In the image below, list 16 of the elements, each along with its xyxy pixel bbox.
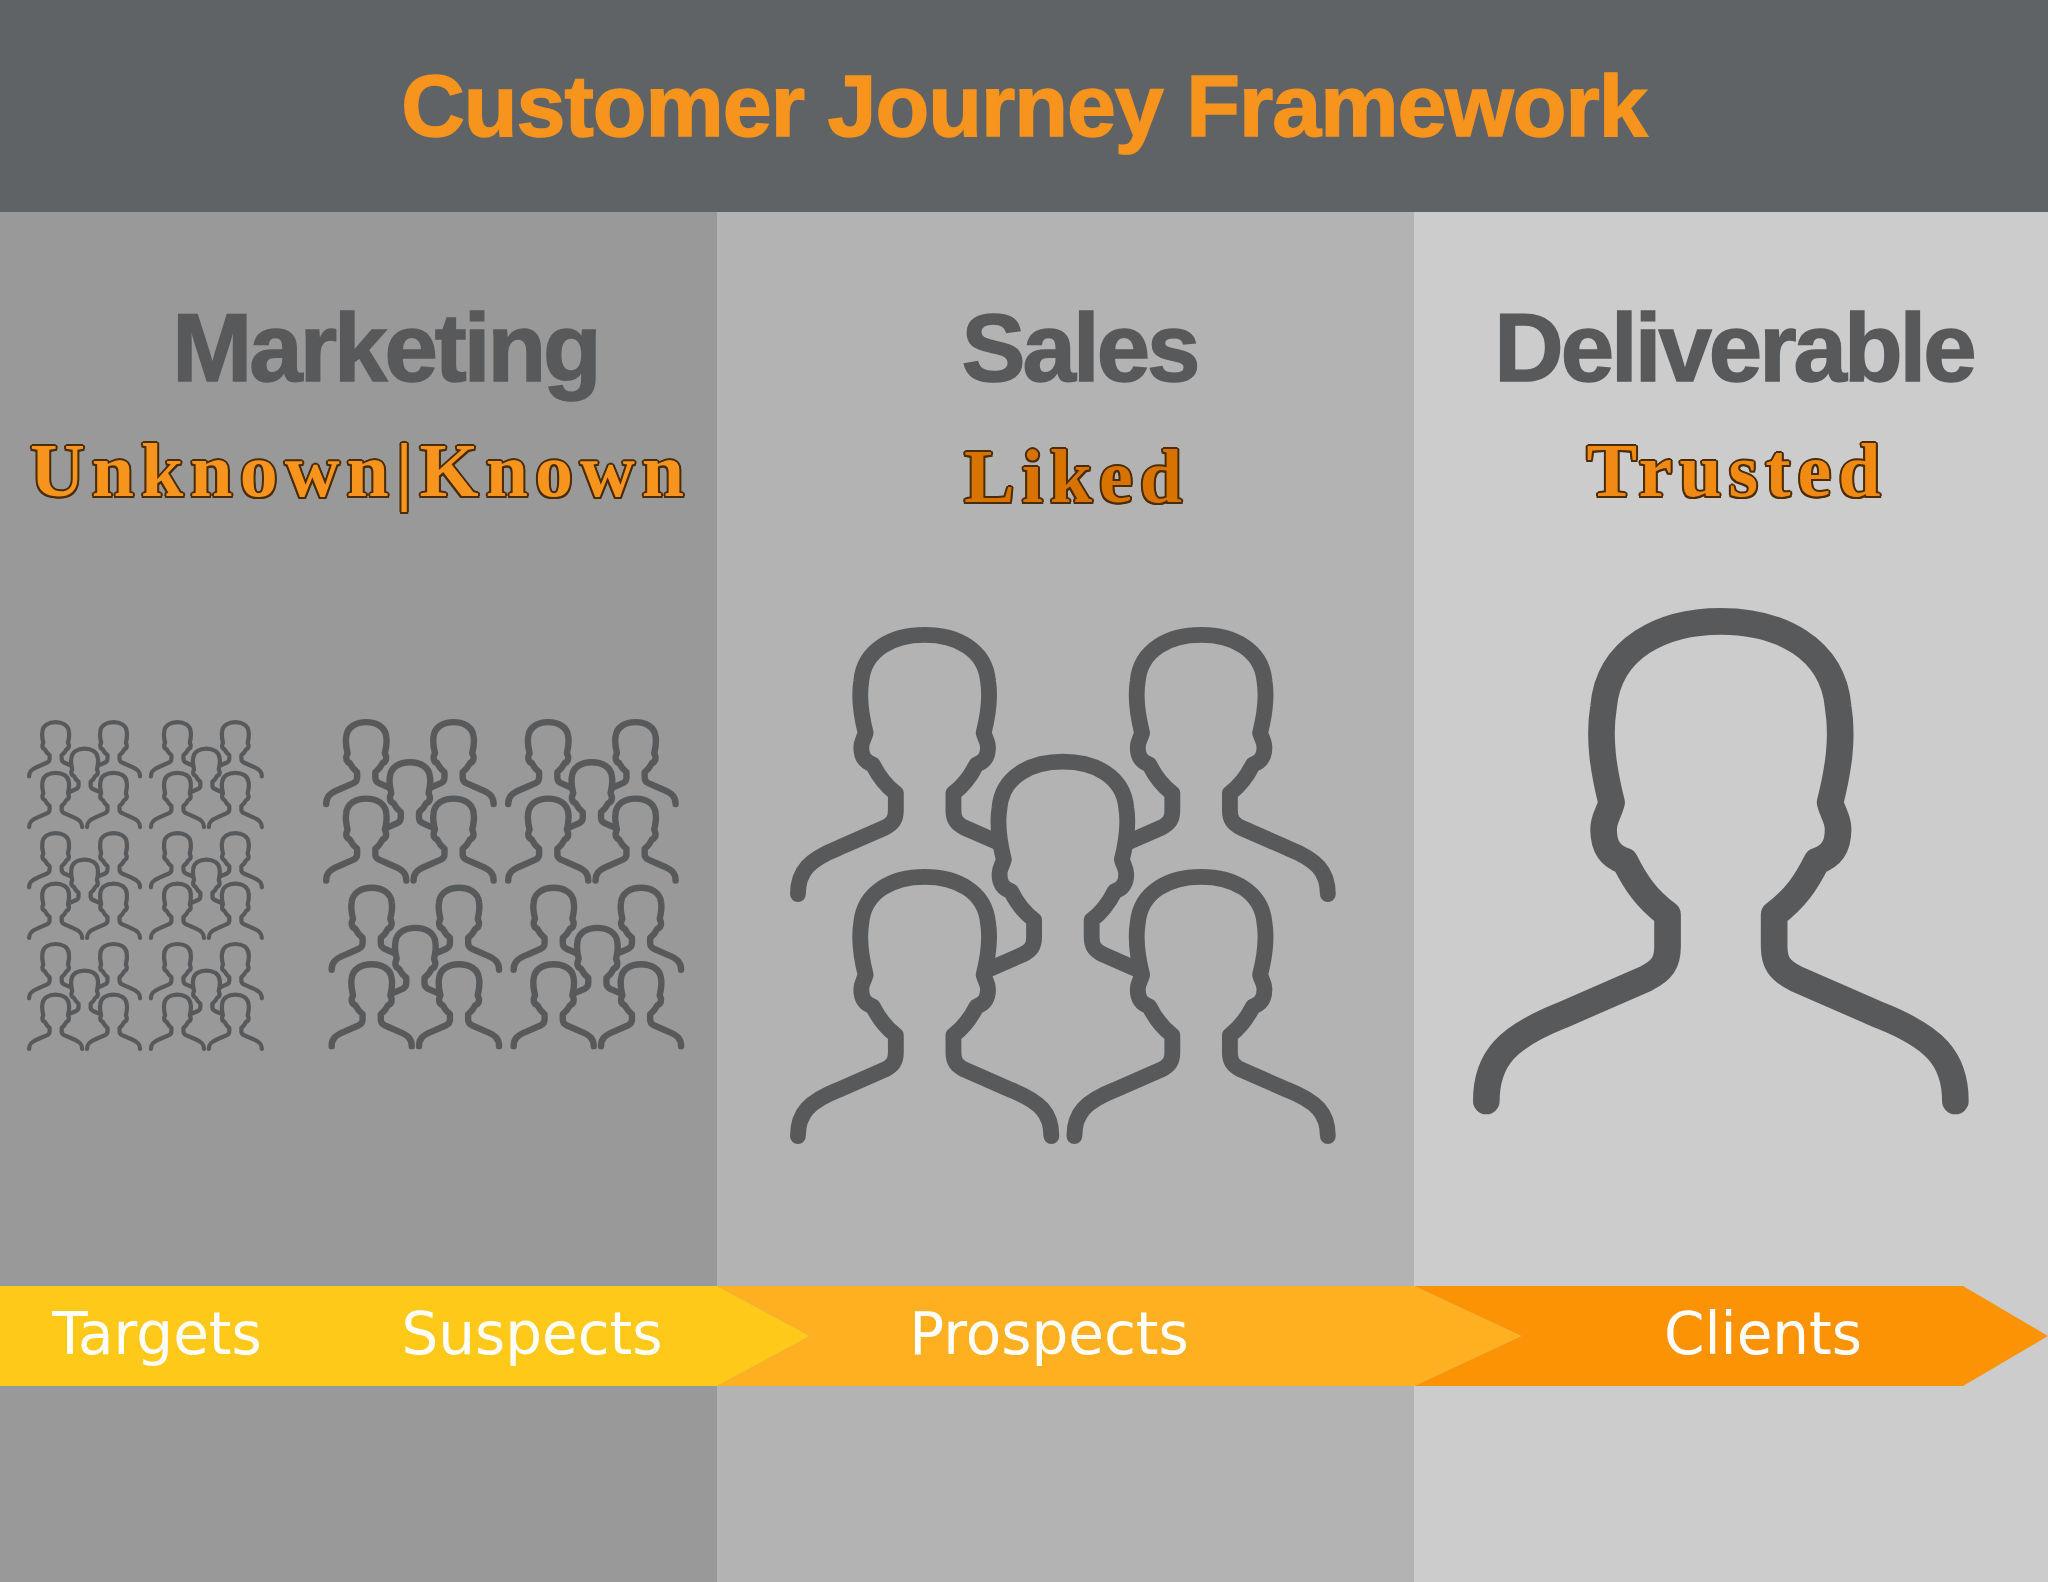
column-heading: Sales bbox=[960, 293, 1199, 403]
stage-label: Clients bbox=[1663, 1300, 1863, 1370]
column-panel bbox=[1414, 212, 2048, 1582]
column-subheading: Unknown|Known bbox=[28, 427, 693, 514]
column-heading: Marketing bbox=[171, 293, 600, 403]
stage-label: Prospects bbox=[909, 1300, 1189, 1370]
column-heading: Deliverable bbox=[1493, 293, 1975, 403]
column-subheading: Trusted bbox=[1585, 427, 1889, 514]
column-panel bbox=[717, 212, 1414, 1582]
stage-label: Suspects bbox=[401, 1300, 663, 1370]
chevron-arrow bbox=[1414, 1286, 2048, 1386]
chevron-arrow bbox=[0, 1286, 810, 1386]
title: Customer Journey Framework bbox=[401, 55, 1647, 157]
column-subheading: Liked bbox=[962, 433, 1191, 520]
stage-label: Targets bbox=[52, 1300, 262, 1370]
chevron-arrow bbox=[717, 1286, 1521, 1386]
